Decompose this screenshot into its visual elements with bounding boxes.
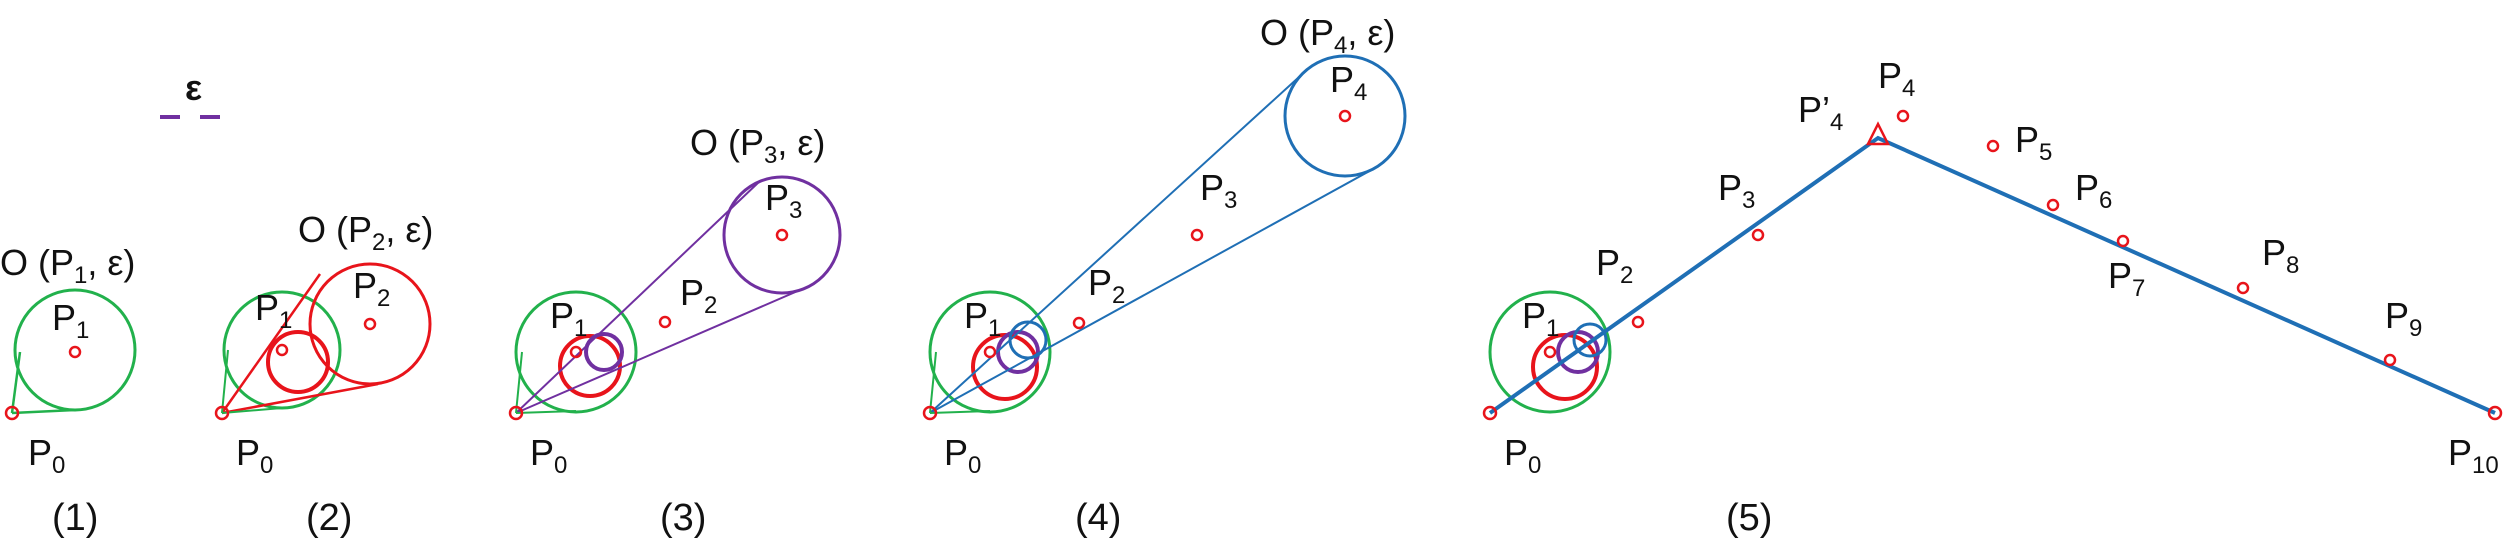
tangent-green-upper	[515, 351, 523, 414]
label-p3: P3	[765, 177, 802, 224]
tangent-green-upper	[929, 351, 937, 414]
tangent-lower	[221, 382, 379, 415]
label-p5: P5	[2015, 119, 2052, 166]
point-p2	[1072, 316, 1086, 330]
label-p3: P3	[1718, 167, 1755, 214]
label-p2: P2	[1596, 242, 1633, 289]
label-p2: P2	[1088, 262, 1125, 309]
point-p0	[214, 405, 230, 421]
label-p4-prime: P’4	[1798, 89, 1843, 136]
panel-5: P1 P2 P3 P4 P’4 P5 P6 P7 P8 P9 P10 P0 (5…	[1482, 55, 2503, 539]
tangent-upper	[10, 351, 22, 414]
label-circle-p4: O (P4, ε)	[1260, 12, 1395, 59]
point-p4-prime	[1865, 121, 1891, 146]
panel-2: O (P2, ε) P1 P2 P0 (2)	[214, 209, 433, 539]
label-circle-p1: O (P1, ε)	[0, 242, 135, 289]
compressed-trajectory	[1488, 135, 2496, 415]
point-p6	[2046, 198, 2060, 212]
label-p9: P9	[2385, 295, 2422, 342]
point-p3	[1751, 228, 1765, 242]
label-p0: P0	[944, 432, 981, 479]
circle-intersection	[266, 330, 330, 394]
label-p7: P7	[2108, 255, 2145, 302]
point-p7	[2116, 234, 2130, 248]
panel-1: O (P1, ε) P1 P0 (1)	[0, 242, 137, 539]
label-p3: P3	[1200, 167, 1237, 214]
point-p3	[775, 228, 789, 242]
point-p2	[1631, 315, 1645, 329]
tangent-green-lower	[929, 410, 991, 414]
tangent-green-lower	[515, 410, 577, 414]
panel-3: O (P3, ε) P1 P2 P3 P0 (3)	[508, 122, 842, 539]
caption-5: (5)	[1726, 497, 1772, 539]
caption-3: (3)	[660, 497, 706, 539]
label-p2: P2	[680, 272, 717, 319]
label-p1: P1	[550, 295, 587, 342]
point-p4	[1338, 109, 1352, 123]
point-p2	[658, 315, 672, 329]
tangent-lower	[515, 289, 801, 414]
point-p3	[1190, 228, 1204, 242]
point-p0	[1482, 405, 1498, 421]
label-p1: P1	[964, 295, 1001, 342]
tangent-upper	[515, 180, 761, 414]
circle-p3	[722, 175, 842, 295]
point-p0	[4, 405, 20, 421]
tangent-upper	[929, 66, 1311, 414]
point-p0	[922, 405, 938, 421]
point-p1	[275, 343, 289, 357]
point-p5	[1986, 139, 2000, 153]
label-p6: P6	[2075, 167, 2112, 214]
circle-intersection-purple	[1556, 330, 1600, 374]
point-p1	[1543, 345, 1557, 359]
circle-intersection-red	[558, 334, 622, 398]
circle-p1	[1488, 290, 1612, 414]
circle-intersection-blue	[1572, 322, 1608, 358]
point-p4	[1896, 109, 1910, 123]
point-p1	[68, 345, 82, 359]
label-p2: P2	[353, 265, 390, 312]
point-p10	[2487, 405, 2503, 421]
label-p0: P0	[1504, 432, 1541, 479]
point-p8	[2236, 281, 2250, 295]
label-p1: P1	[1522, 295, 1559, 342]
label-p4: P4	[1878, 55, 1915, 102]
label-p0: P0	[236, 432, 273, 479]
label-p1: P1	[255, 287, 292, 334]
tangent-lower	[929, 167, 1376, 414]
caption-1: (1)	[52, 497, 98, 539]
circle-p4	[1283, 54, 1407, 178]
tangent-green-lower	[221, 407, 283, 414]
point-p1	[569, 345, 583, 359]
point-p9	[2383, 353, 2397, 367]
caption-4: (4)	[1075, 497, 1121, 539]
label-p1: P1	[52, 297, 89, 344]
panel-4: O (P4, ε) P1 P2 P3 P4 P0 (4)	[922, 12, 1407, 539]
point-p2	[363, 317, 377, 331]
epsilon-legend: ε	[160, 67, 220, 119]
label-circle-p3: O (P3, ε)	[690, 122, 825, 169]
epsilon-symbol: ε	[185, 67, 202, 108]
label-circle-p2: O (P2, ε)	[298, 209, 433, 256]
point-p0	[508, 405, 524, 421]
label-p4: P4	[1330, 59, 1367, 106]
label-p10: P10	[2448, 432, 2499, 479]
circle-p2	[308, 262, 432, 386]
tangent-lower	[11, 408, 76, 415]
label-p8: P8	[2262, 232, 2299, 279]
tangent-green-upper	[221, 349, 229, 414]
label-p0: P0	[28, 432, 65, 479]
circle-intersection-purple	[584, 332, 624, 372]
label-p0: P0	[530, 432, 567, 479]
point-p1	[983, 345, 997, 359]
caption-2: (2)	[306, 497, 352, 539]
tangent-upper	[220, 273, 322, 414]
